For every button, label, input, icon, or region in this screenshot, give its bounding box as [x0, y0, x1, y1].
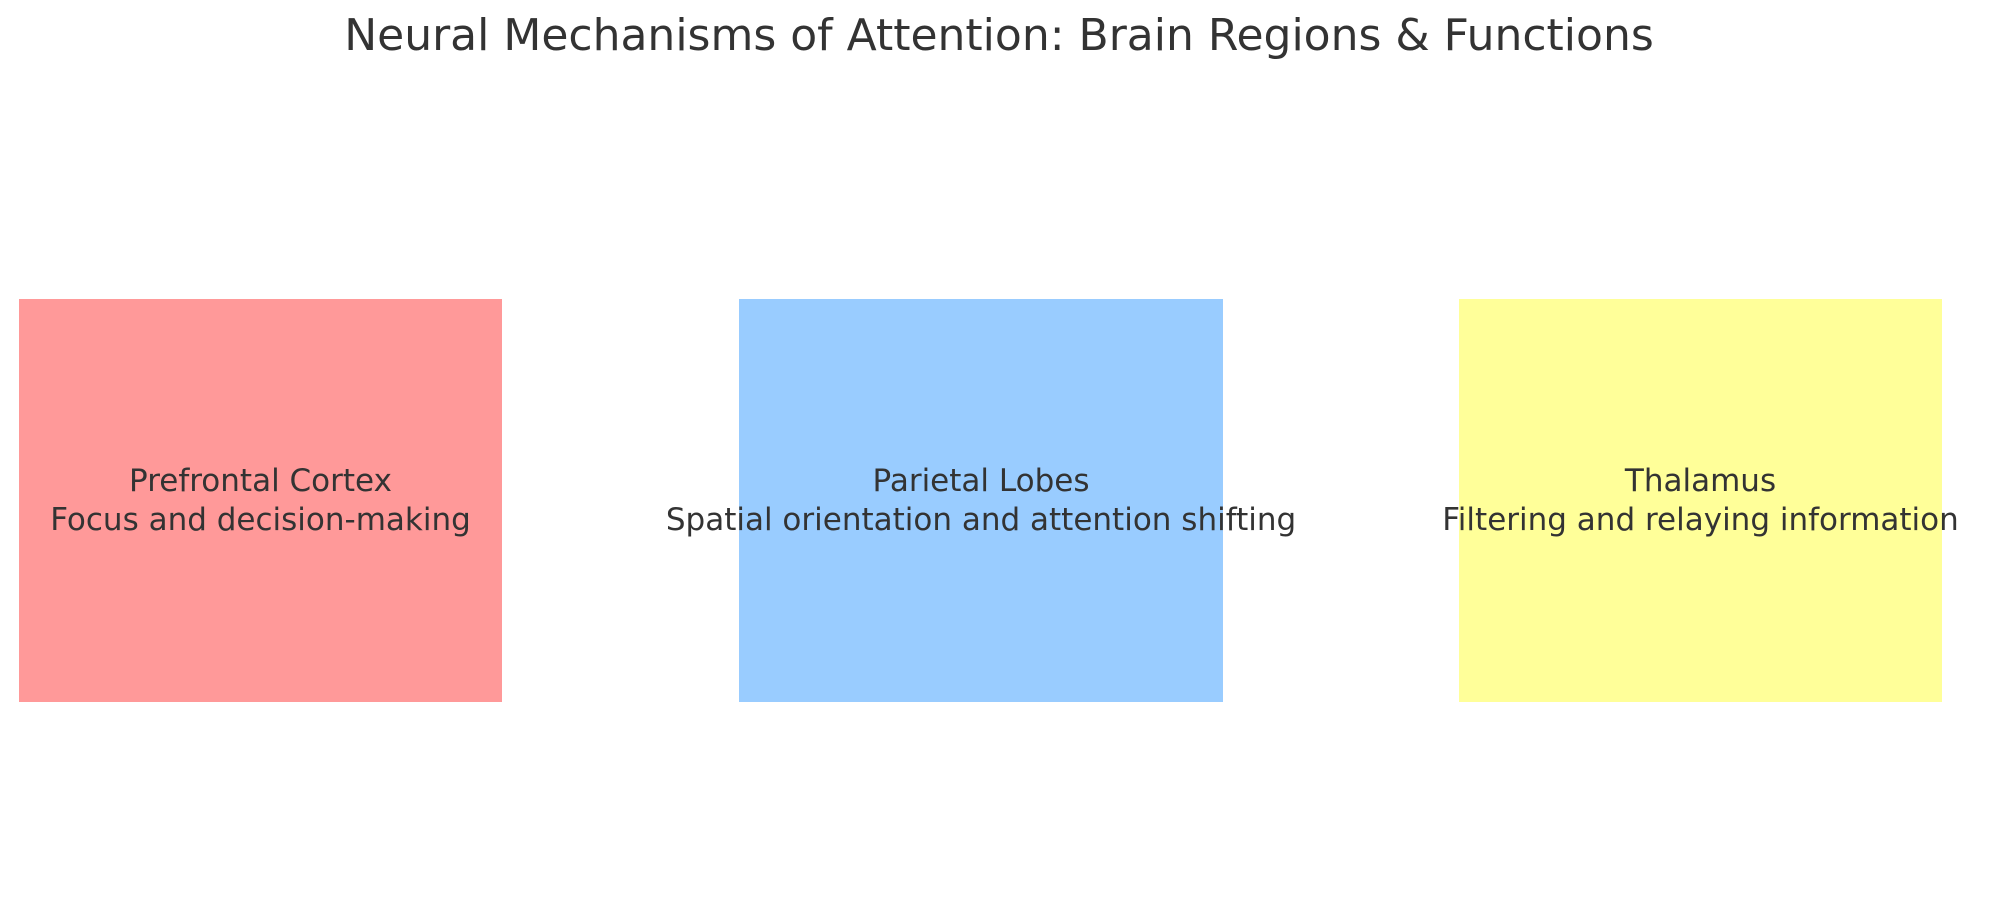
region-name: Prefrontal Cortex [129, 462, 392, 499]
region-label-thalamus: Thalamus Filtering and relaying informat… [1442, 462, 1959, 540]
region-function: Focus and decision-making [50, 501, 471, 538]
region-function: Filtering and relaying information [1442, 501, 1959, 538]
region-box-thalamus: Thalamus Filtering and relaying informat… [1442, 299, 1959, 702]
region-name: Parietal Lobes [872, 462, 1090, 499]
region-name: Thalamus [1624, 462, 1777, 499]
region-function: Spatial orientation and attention shifti… [665, 501, 1297, 538]
region-label-parietal-lobes: Parietal Lobes Spatial orientation and a… [666, 462, 1296, 540]
region-box-parietal-lobes: Parietal Lobes Spatial orientation and a… [666, 299, 1296, 702]
region-box-prefrontal-cortex: Prefrontal Cortex Focus and decision-mak… [19, 299, 502, 702]
figure-title: Neural Mechanisms of Attention: Brain Re… [344, 10, 1654, 61]
region-label-prefrontal-cortex: Prefrontal Cortex Focus and decision-mak… [50, 462, 471, 540]
